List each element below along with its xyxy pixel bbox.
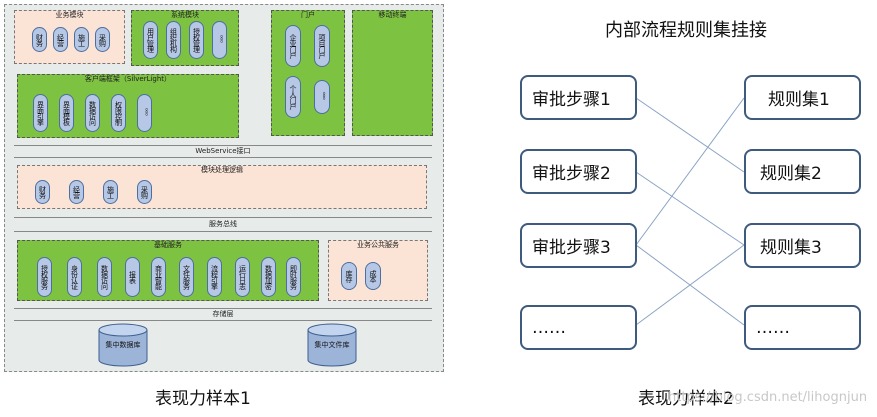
portal-item: 企业门户	[285, 25, 301, 67]
rule-set-box: 规则集3	[744, 223, 861, 268]
public-services-title: 业务公共服务	[357, 241, 399, 249]
business-module-title: 业务模块	[55, 11, 84, 19]
portal-group: 门户	[271, 10, 345, 136]
logic-item: 采购	[137, 180, 152, 204]
basic-item: 流程引擎	[207, 257, 222, 297]
system-module-title: 系统模块	[171, 11, 199, 19]
divider	[14, 308, 432, 309]
system-item: 组织机构	[166, 21, 181, 59]
db-label: 集中数据库	[105, 341, 141, 349]
portal-item: 。。。	[314, 80, 330, 114]
mobile-terminal-title: 移动终端	[378, 11, 407, 19]
basic-services-title: 基础服务	[154, 241, 182, 249]
basic-item: 商业智能	[151, 257, 166, 297]
business-item: 采购	[95, 27, 110, 52]
client-item: 权限控制	[111, 94, 126, 132]
system-item: 。。。	[212, 21, 227, 59]
divider	[14, 157, 432, 158]
db-label: 集中文件库	[314, 341, 350, 349]
divider	[14, 320, 432, 321]
basic-item: 即时服务	[286, 257, 301, 297]
watermark: https://blog.csdn.net/lihognjun	[668, 390, 868, 405]
webservice-band: WebService接口	[195, 147, 251, 155]
caption-right: 表现力样本2	[638, 389, 734, 409]
rule-set-box: 规则集1	[744, 75, 861, 120]
client-item: 。。。	[137, 94, 152, 132]
basic-item: 文件服务	[179, 257, 194, 297]
logic-title: 模块处理逻辑	[201, 166, 243, 174]
service-bus-band: 服务总线	[209, 220, 237, 228]
client-item: 界面引擎	[33, 94, 48, 132]
storage-band: 存储层	[212, 310, 234, 318]
basic-item: 授权服务	[37, 257, 52, 297]
client-item: 数据访问	[85, 94, 100, 132]
logic-group: 模块处理逻辑	[17, 165, 427, 209]
rule-set-box: ……	[744, 305, 861, 350]
approval-step-box: ……	[520, 305, 637, 350]
rule-set-box: 规则集2	[744, 149, 861, 194]
public-item: 成本	[365, 262, 381, 290]
client-framework-title: 客户端框架（SilverLight）	[84, 75, 172, 83]
approval-step-box: 审批步骤1	[520, 75, 637, 120]
caption-left: 表现力样本1	[155, 389, 251, 409]
basic-item: 数据加密	[261, 257, 276, 297]
system-item: 授权管理	[189, 21, 204, 59]
divider	[14, 145, 432, 146]
logic-item: 经营	[69, 180, 84, 204]
client-item: 界面模板	[59, 94, 74, 132]
divider	[14, 217, 432, 218]
database-icon	[98, 323, 148, 367]
portal-item: 项目门户	[314, 25, 330, 67]
public-item: 库存	[341, 262, 357, 290]
portal-title: 门户	[301, 11, 315, 19]
right-title: 内部流程规则集挂接	[605, 20, 767, 41]
logic-item: 施工	[103, 180, 118, 204]
business-item: 财务	[32, 27, 47, 52]
system-item: 用户管理	[143, 21, 158, 59]
portal-item: 个人门户	[285, 76, 301, 118]
mobile-terminal-group: 移动终端	[352, 10, 433, 136]
database-icon	[307, 323, 357, 367]
logic-item: 财务	[35, 180, 50, 204]
client-framework-group: 客户端框架（SilverLight）	[17, 74, 239, 138]
business-item: 经营	[53, 27, 68, 52]
approval-step-box: 审批步骤2	[520, 149, 637, 194]
basic-item: 身份认证	[67, 257, 82, 297]
basic-item: 报表	[125, 257, 140, 297]
basic-item: 数据访问	[97, 257, 112, 297]
divider	[14, 231, 432, 232]
business-item: 施工	[74, 27, 89, 52]
approval-step-box: 审批步骤3	[520, 223, 637, 268]
basic-item: 运行日志	[235, 257, 250, 297]
